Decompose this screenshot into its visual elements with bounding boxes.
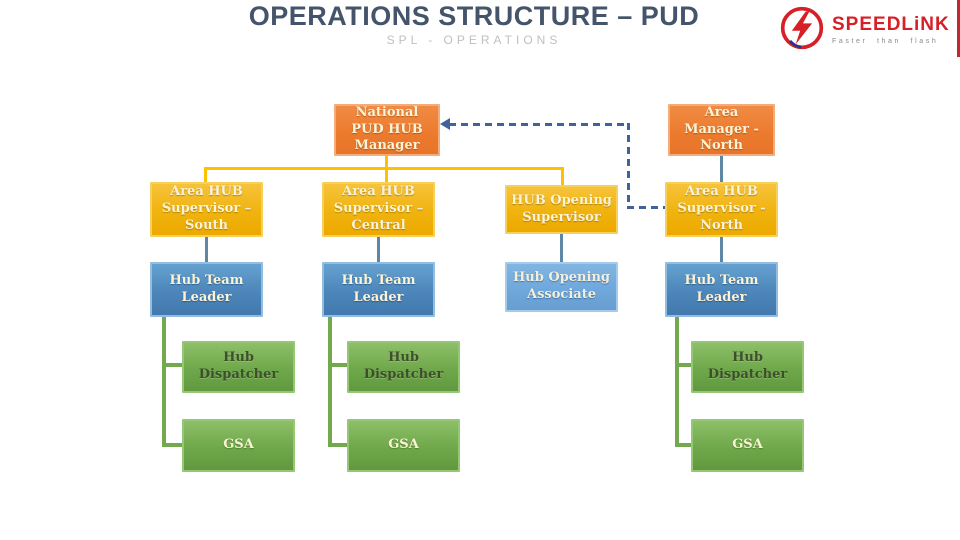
bracket-central-dispatcher: [328, 363, 347, 367]
org-box-gsa-central: GSA: [347, 419, 460, 472]
slide-edge-accent: [957, 0, 960, 57]
org-box-hub-opening-supervisor: HUB Opening Supervisor: [505, 185, 618, 234]
page-title: OPERATIONS STRUCTURE – PUD: [248, 1, 700, 31]
bracket-central-vertical: [328, 316, 332, 447]
connector-sup-north-leader: [720, 237, 723, 262]
dashed-line-horizontal-top: [449, 123, 630, 126]
bracket-north-vertical: [675, 316, 679, 447]
org-box-national-pud-hub-manager: National PUD HUB Manager: [334, 104, 440, 156]
connector-sup-central-leader: [377, 237, 380, 262]
connector-opening-associate: [560, 234, 563, 262]
org-box-area-hub-supervisor-central: Area HUB Supervisor – Central: [322, 182, 435, 237]
connector-drop-opening: [561, 167, 564, 185]
connector-areamanager-north: [720, 156, 723, 182]
page-subtitle: SPL - OPERATIONS: [386, 33, 562, 47]
org-box-hub-dispatcher-north: Hub Dispatcher: [691, 341, 804, 393]
bracket-south-vertical: [162, 316, 166, 447]
org-box-area-hub-supervisor-north: Area HUB Supervisor - North: [665, 182, 778, 237]
bracket-central-gsa: [328, 443, 347, 447]
connector-sup-south-leader: [205, 237, 208, 262]
speedlink-logo: SPEEDLiNK Faster than flash: [779, 6, 954, 54]
lightning-bolt-icon: [779, 5, 825, 56]
org-box-area-manager-north: Area Manager - North: [668, 104, 775, 156]
org-box-hub-team-leader-north: Hub Team Leader: [665, 262, 778, 317]
dashed-line-horizontal-bottom: [627, 206, 665, 209]
connector-manager-stem: [385, 156, 388, 169]
org-box-hub-team-leader-south: Hub Team Leader: [150, 262, 263, 317]
org-box-gsa-north: GSA: [691, 419, 804, 472]
dashed-line-vertical: [627, 123, 630, 208]
org-box-hub-dispatcher-south: Hub Dispatcher: [182, 341, 295, 393]
brand-tagline: Faster than flash: [832, 38, 939, 45]
org-box-hub-dispatcher-central: Hub Dispatcher: [347, 341, 460, 393]
org-box-gsa-south: GSA: [182, 419, 295, 472]
dashed-line-arrowhead-icon: [440, 118, 450, 130]
org-box-hub-team-leader-central: Hub Team Leader: [322, 262, 435, 317]
bracket-north-gsa: [675, 443, 691, 447]
org-box-hub-opening-associate: Hub Opening Associate: [505, 262, 618, 312]
org-box-area-hub-supervisor-south: Area HUB Supervisor – South: [150, 182, 263, 237]
connector-drop-central: [385, 167, 388, 182]
brand-name: SPEEDLiNK: [832, 14, 950, 35]
connector-drop-south: [204, 167, 207, 182]
bracket-south-gsa: [162, 443, 182, 447]
connector-manager-bar: [204, 167, 564, 170]
bracket-north-dispatcher: [675, 363, 691, 367]
bracket-south-dispatcher: [162, 363, 182, 367]
